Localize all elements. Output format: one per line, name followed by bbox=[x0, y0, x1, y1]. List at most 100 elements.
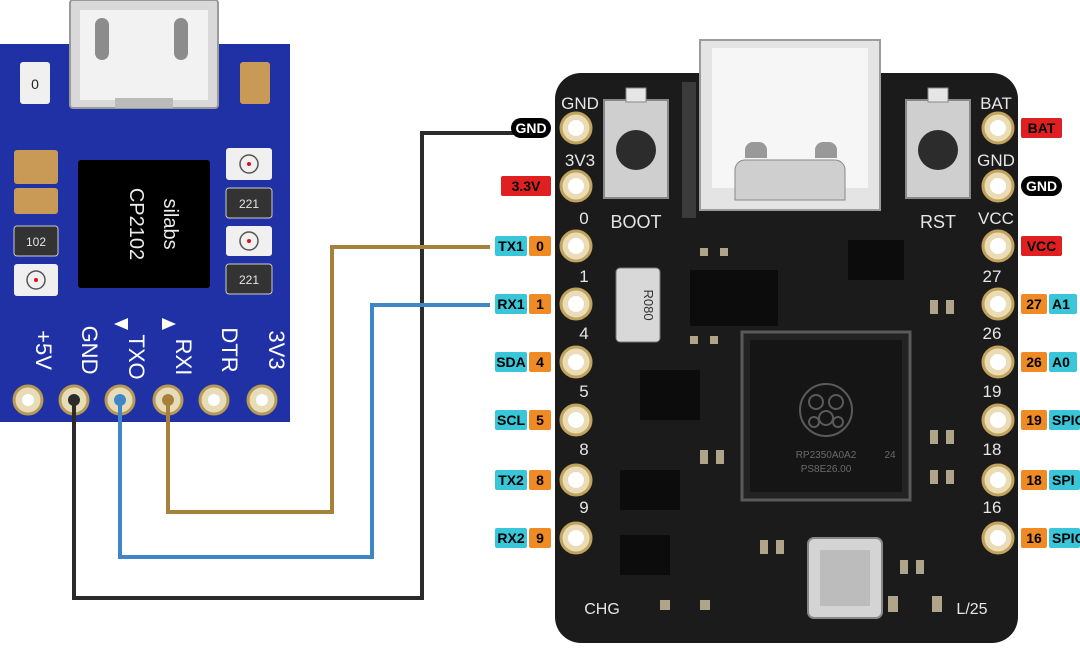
function-tag-bg bbox=[495, 236, 527, 256]
chip-marking: RP2350A0A2 bbox=[796, 450, 857, 461]
power-tag-label: VCC bbox=[1027, 238, 1057, 254]
pin-label-3v3: 3V3 bbox=[264, 330, 289, 369]
function-tag-label: SPI bbox=[1052, 472, 1075, 488]
left-pin-tag: TX2 8 bbox=[495, 470, 551, 490]
silk-right: 26 bbox=[983, 324, 1002, 343]
rst-label: RST bbox=[920, 212, 956, 232]
wire-tx bbox=[118, 303, 490, 559]
pin-hole bbox=[568, 530, 584, 546]
power-tag-label: 3.3V bbox=[512, 178, 541, 194]
pin-hole bbox=[990, 296, 1006, 312]
resistor-r080 bbox=[615, 267, 661, 343]
wire-gnd bbox=[72, 131, 515, 600]
capacitor bbox=[14, 188, 58, 214]
resistor-label: 0 bbox=[31, 76, 39, 92]
pin-label-dtr: DTR bbox=[217, 327, 242, 372]
function-tag-bg bbox=[495, 410, 527, 430]
power-tag-label: BAT bbox=[1028, 120, 1056, 136]
silk-right: 18 bbox=[983, 440, 1002, 459]
silk-right: GND bbox=[977, 151, 1015, 170]
number-tag-label: 8 bbox=[536, 472, 544, 488]
left-pin-tag: SDA 4 bbox=[495, 352, 551, 372]
number-tag-bg bbox=[529, 236, 551, 256]
pin-hole bbox=[990, 120, 1006, 136]
rp2350-board: BOOT RST R080 bbox=[555, 39, 1018, 643]
pin-hole bbox=[568, 472, 584, 488]
number-tag-bg bbox=[529, 294, 551, 314]
number-tag-bg bbox=[1021, 470, 1047, 490]
function-tag-label: SDA bbox=[496, 354, 526, 370]
boot-button[interactable] bbox=[603, 87, 669, 199]
pin-label-rxi: RXI bbox=[171, 339, 196, 376]
triangle-arrow-icon bbox=[162, 318, 176, 330]
capacitor bbox=[14, 150, 58, 184]
number-tag-label: 5 bbox=[536, 412, 544, 428]
silk-right: 19 bbox=[983, 382, 1002, 401]
pin-label-txo: TXO bbox=[124, 334, 149, 379]
pin-hole bbox=[990, 178, 1006, 194]
chip-model-label: CP2102 bbox=[125, 188, 147, 260]
power-tag-bg bbox=[501, 176, 551, 196]
right-pin-tag: 16SPIO bbox=[1021, 528, 1080, 548]
power-tag-bg bbox=[1021, 236, 1062, 256]
left-pin-tag: GND bbox=[511, 118, 551, 138]
power-tag-bg bbox=[1021, 176, 1062, 196]
chip-marking: 24 bbox=[884, 450, 896, 461]
silk-left: 9 bbox=[579, 498, 588, 517]
pin-label-5v: +5V bbox=[31, 330, 56, 370]
ic-chip bbox=[620, 470, 680, 510]
chg-label: CHG bbox=[584, 601, 620, 618]
number-tag-bg bbox=[1021, 294, 1047, 314]
function-tag-bg bbox=[1049, 294, 1077, 314]
number-tag-bg bbox=[529, 352, 551, 372]
boot-label: BOOT bbox=[610, 212, 661, 232]
reset-button[interactable] bbox=[905, 87, 971, 199]
usb-c-connector bbox=[699, 39, 881, 211]
resistor-r080-label: R080 bbox=[641, 289, 656, 320]
resistor-label: 221 bbox=[239, 273, 259, 287]
right-pin-tag: VCC bbox=[1021, 236, 1062, 256]
rp2350-pin-pads bbox=[559, 111, 1015, 555]
ic-chip bbox=[848, 240, 904, 280]
pin-hole bbox=[568, 296, 584, 312]
silk-left: 0 bbox=[579, 209, 588, 228]
pin-hole bbox=[990, 530, 1006, 546]
number-tag-label: 4 bbox=[536, 354, 544, 370]
number-tag-bg bbox=[1021, 410, 1047, 430]
l25-label: L/25 bbox=[956, 601, 987, 618]
chip-brand-label: silabs bbox=[159, 198, 181, 249]
pin-hole bbox=[990, 412, 1006, 428]
function-tag-bg bbox=[1049, 410, 1080, 430]
wire-rx bbox=[166, 245, 490, 514]
left-pin-tag: 3.3V bbox=[501, 176, 551, 196]
function-tag-label: TX1 bbox=[498, 238, 524, 254]
number-tag-label: 26 bbox=[1026, 354, 1042, 370]
function-tag-bg bbox=[495, 470, 527, 490]
right-pin-tags: BATGNDVCC27A126A019SPIO18SPI16SPIO bbox=[1021, 118, 1080, 548]
power-tag-label: GND bbox=[1026, 178, 1057, 194]
pin-hole bbox=[568, 120, 584, 136]
right-pin-tag: GND bbox=[1021, 176, 1062, 196]
function-tag-bg bbox=[1049, 470, 1080, 490]
number-tag-bg bbox=[529, 410, 551, 430]
cp2102-chip bbox=[78, 160, 210, 288]
silk-right: 27 bbox=[983, 267, 1002, 286]
ic-chip bbox=[640, 370, 700, 420]
power-tag-bg bbox=[511, 118, 551, 138]
resistor-label: 102 bbox=[26, 235, 46, 249]
pin-hole bbox=[990, 238, 1006, 254]
silk-right: BAT bbox=[980, 94, 1012, 113]
number-tag-bg bbox=[529, 470, 551, 490]
pin-hole bbox=[990, 354, 1006, 370]
function-tag-label: TX2 bbox=[498, 472, 524, 488]
function-tag-label: RX2 bbox=[497, 530, 524, 546]
silk-left: 4 bbox=[579, 324, 588, 343]
resistor-label: 221 bbox=[239, 197, 259, 211]
